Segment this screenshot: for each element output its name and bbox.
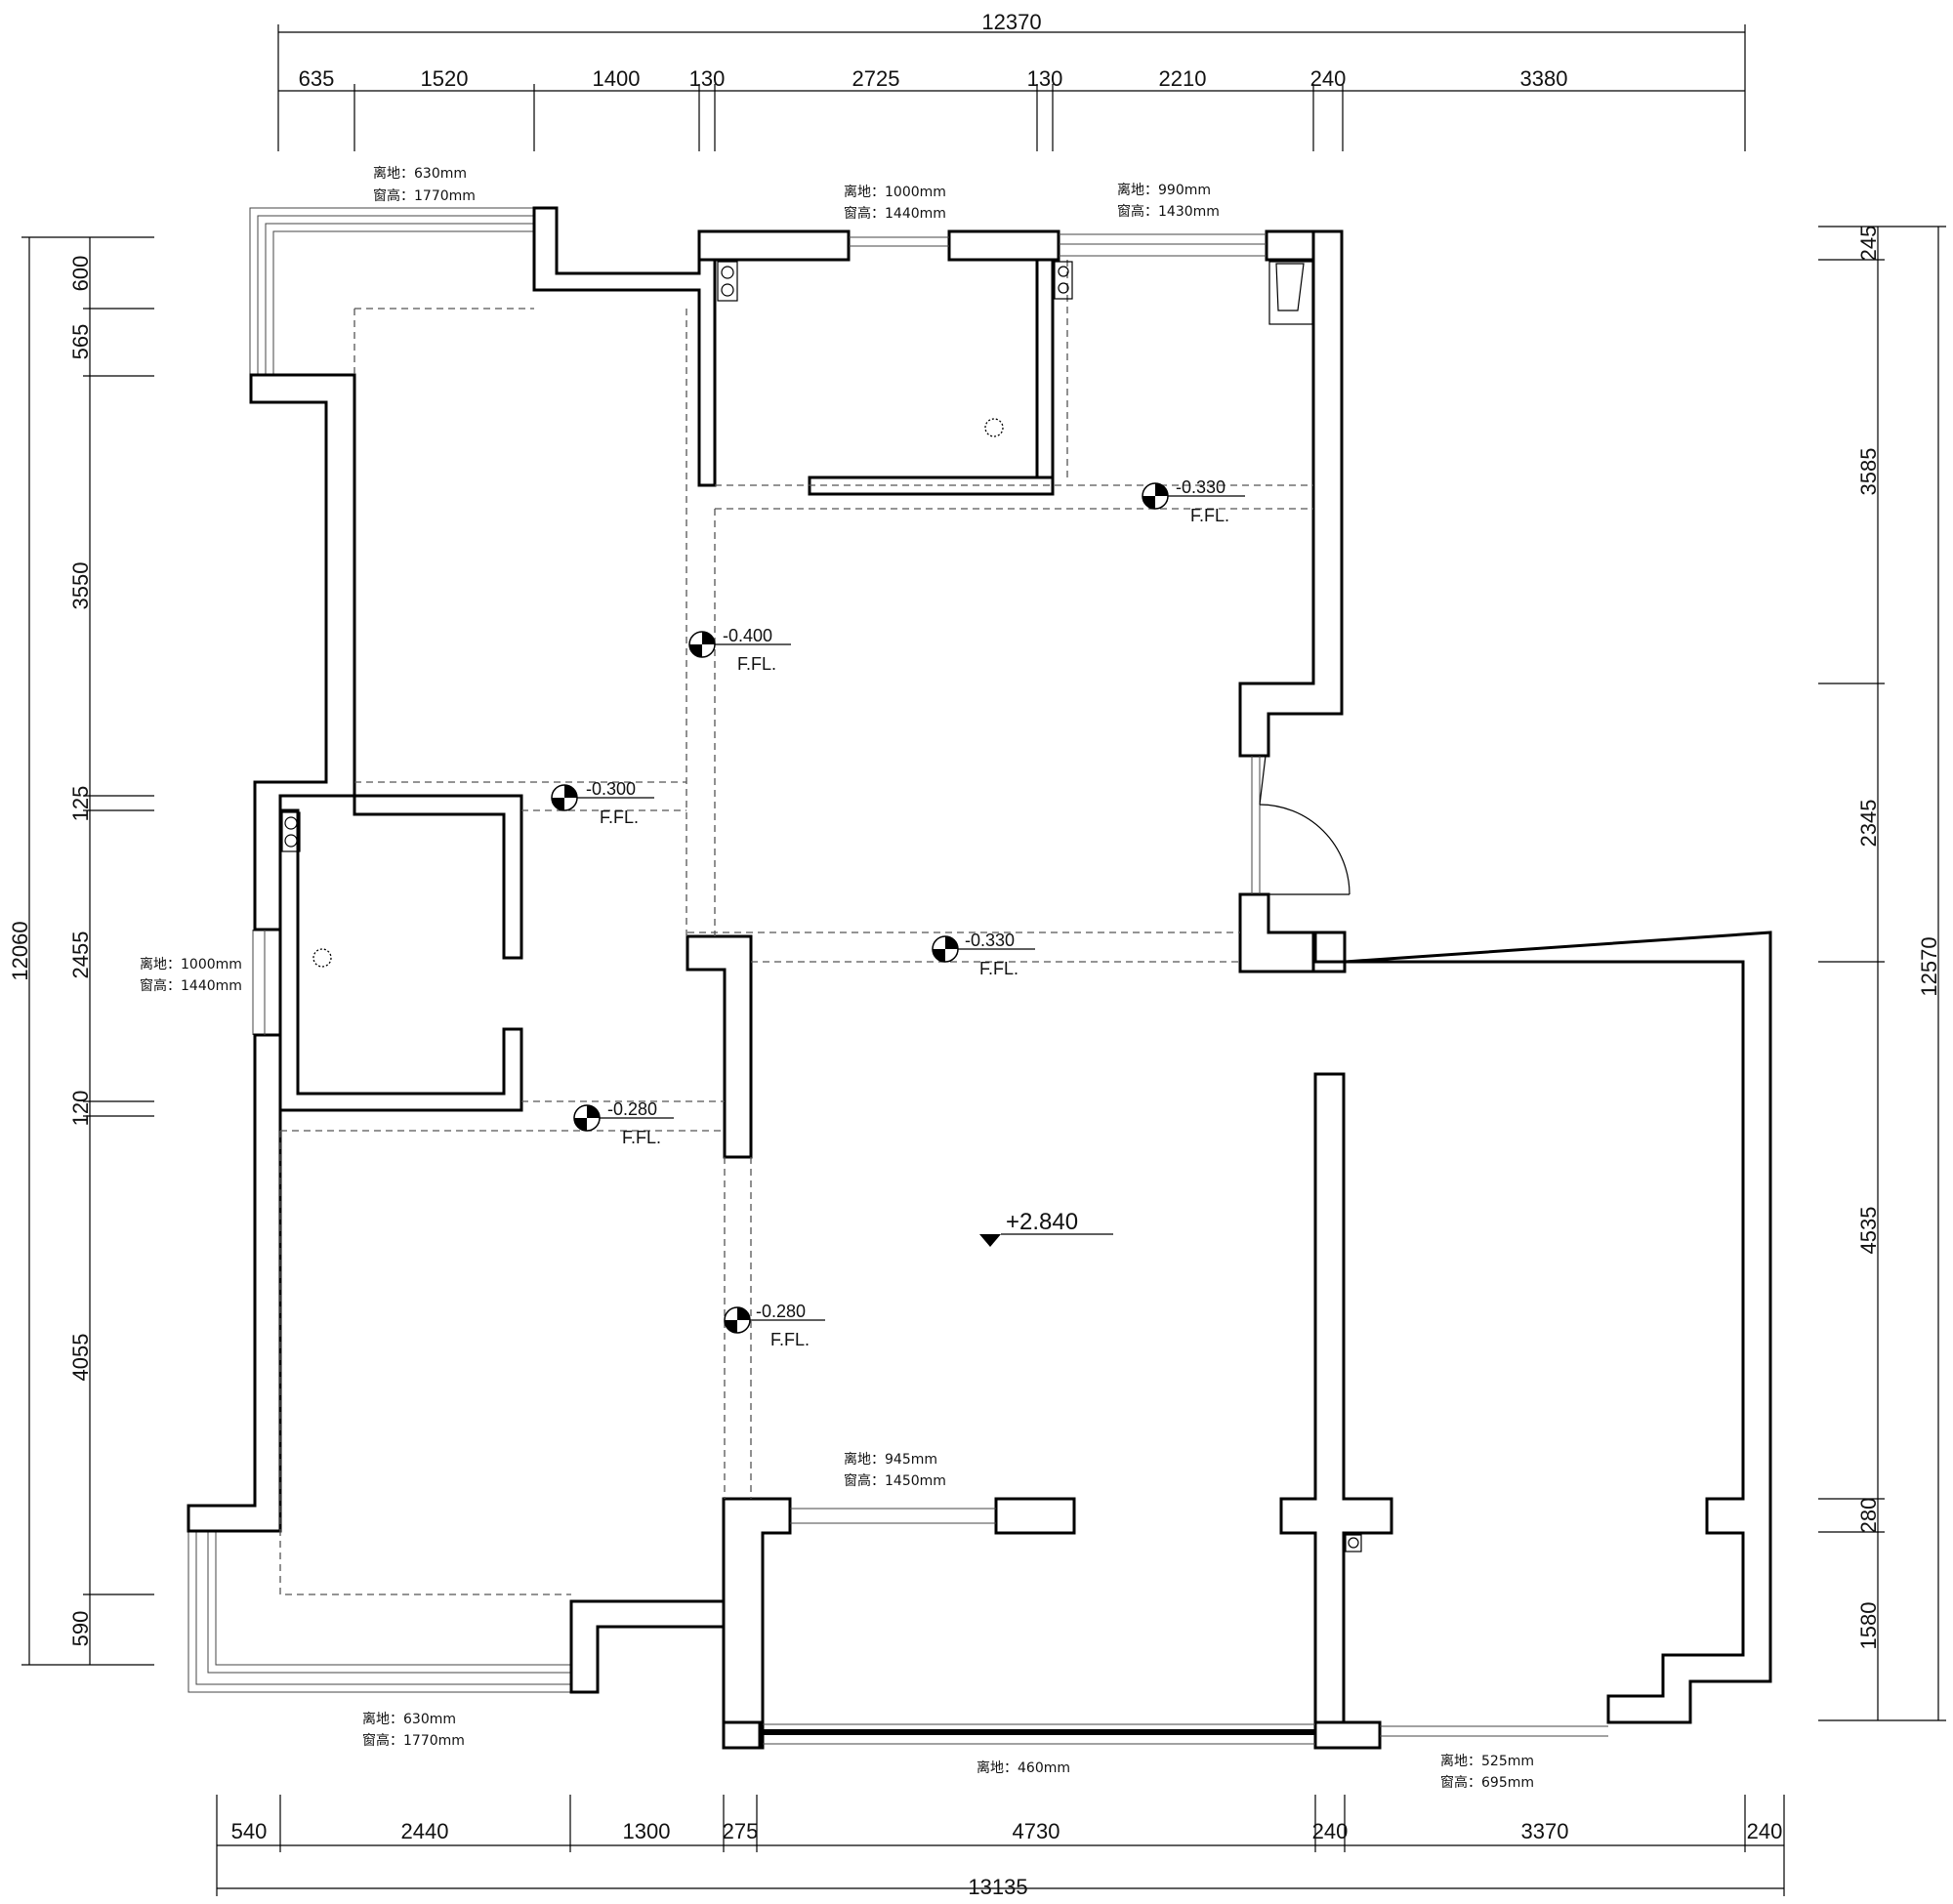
top-total-label: 12370 xyxy=(981,10,1041,34)
level-living-west-tag: F.FL. xyxy=(770,1330,810,1349)
level-kitchen-value: -0.330 xyxy=(1176,477,1226,497)
top-dim-9: 3380 xyxy=(1520,66,1568,91)
top-dim-1: 635 xyxy=(299,66,335,91)
note-bottom-right-height: 窗高：695mm xyxy=(1440,1774,1534,1791)
floor-zone-lines xyxy=(279,260,1313,1595)
level-entry-tag: F.FL. xyxy=(979,959,1018,978)
left-dim-7: 4055 xyxy=(68,1334,93,1382)
left-dim-1: 600 xyxy=(68,256,93,292)
level-kitchen-tag: F.FL. xyxy=(1190,506,1229,525)
pipe-riser-icon xyxy=(281,811,301,852)
window-notes: 离地：630mm 窗高：1770mm 离地：1000mm 窗高：1440mm 离… xyxy=(140,165,1534,1791)
ceiling-level-marker: +2.840 xyxy=(979,1209,1113,1247)
bottom-dim-1: 540 xyxy=(231,1819,268,1843)
note-bottom-mid-sill: 离地：460mm xyxy=(976,1759,1070,1776)
top-dim-7: 2210 xyxy=(1159,66,1207,91)
note-top-left-height: 窗高：1770mm xyxy=(373,187,476,204)
note-top-right-sill: 离地：990mm xyxy=(1117,182,1211,198)
right-dim-6: 1580 xyxy=(1856,1602,1881,1650)
note-inner-bottom-sill: 离地：945mm xyxy=(844,1451,937,1468)
right-dim-1: 245 xyxy=(1856,226,1881,262)
bottom-dim-5: 4730 xyxy=(1013,1819,1060,1843)
right-dimensions: 245 3585 2345 4535 280 1580 12570 xyxy=(1818,226,1946,1721)
top-dim-6: 130 xyxy=(1027,66,1063,91)
left-dim-5: 2455 xyxy=(68,931,93,979)
right-total-label: 12570 xyxy=(1917,936,1941,996)
left-total-label: 12060 xyxy=(8,921,32,980)
level-marker-entry: -0.330 F.FL. xyxy=(932,931,1035,978)
level-marker-corridor: -0.400 F.FL. xyxy=(688,626,791,674)
note-top-mid-sill: 离地：1000mm xyxy=(844,184,946,200)
pipe-riser-icon xyxy=(1054,261,1073,300)
top-dim-5: 2725 xyxy=(852,66,900,91)
pipe-riser-icon xyxy=(1345,1534,1362,1552)
top-dim-8: 240 xyxy=(1310,66,1347,91)
pipe-riser-icon xyxy=(717,261,738,302)
window-openings xyxy=(252,233,1608,1745)
right-dim-4: 4535 xyxy=(1856,1207,1881,1255)
right-dim-5: 280 xyxy=(1856,1498,1881,1534)
left-dim-8: 590 xyxy=(68,1611,93,1647)
right-dim-2: 3585 xyxy=(1856,448,1881,496)
left-dim-2: 565 xyxy=(68,324,93,360)
bottom-dimensions: 540 2440 1300 275 4730 240 3370 240 1313… xyxy=(216,1795,1785,1899)
level-marker-bath-lower: -0.280 F.FL. xyxy=(573,1099,674,1147)
right-dim-3: 2345 xyxy=(1856,800,1881,848)
floor-drain-icon xyxy=(984,418,1004,437)
level-marker-living-west: -0.280 F.FL. xyxy=(724,1302,825,1349)
level-bath-upper-tag: F.FL. xyxy=(600,807,639,827)
left-dim-4: 125 xyxy=(68,786,93,822)
fixtures xyxy=(281,261,1362,1552)
ceiling-level-value: +2.840 xyxy=(1006,1209,1078,1235)
note-bottom-left-sill: 离地：630mm xyxy=(362,1711,456,1727)
note-top-mid-height: 窗高：1440mm xyxy=(844,205,946,222)
level-bath-upper-value: -0.300 xyxy=(586,779,636,799)
note-inner-bottom-height: 窗高：1450mm xyxy=(844,1472,946,1489)
sliding-door-track xyxy=(763,1729,1315,1735)
bottom-total-label: 13135 xyxy=(968,1875,1027,1899)
level-marker-bath-upper: -0.300 F.FL. xyxy=(551,779,654,827)
bottom-dim-8: 240 xyxy=(1747,1819,1783,1843)
bottom-dim-7: 3370 xyxy=(1521,1819,1569,1843)
entry-door xyxy=(1251,755,1350,895)
level-bath-lower-tag: F.FL. xyxy=(622,1128,661,1147)
bottom-dim-6: 240 xyxy=(1312,1819,1349,1843)
top-dimensions: 12370 635 1520 1400 130 2725 130 2210 24… xyxy=(277,10,1746,151)
left-dim-6: 120 xyxy=(68,1091,93,1127)
level-corridor-value: -0.400 xyxy=(723,626,772,645)
top-dim-3: 1400 xyxy=(593,66,641,91)
floor-drain-icon xyxy=(312,948,332,968)
level-entry-value: -0.330 xyxy=(965,931,1015,950)
bottom-dim-2: 2440 xyxy=(401,1819,449,1843)
left-dimensions: 12060 600 565 3550 125 2455 120 4055 590 xyxy=(8,236,154,1666)
top-dim-2: 1520 xyxy=(421,66,469,91)
water-heater-icon xyxy=(1268,261,1313,325)
left-dim-3: 3550 xyxy=(68,562,93,610)
level-bath-lower-value: -0.280 xyxy=(607,1099,657,1119)
level-corridor-tag: F.FL. xyxy=(737,654,776,674)
top-left-bay-window xyxy=(249,207,535,375)
note-top-right-height: 窗高：1430mm xyxy=(1117,203,1220,220)
note-top-left-sill: 离地：630mm xyxy=(373,165,467,182)
level-marker-kitchen: -0.330 F.FL. xyxy=(1142,477,1245,525)
top-dim-4: 130 xyxy=(689,66,726,91)
note-bottom-left-height: 窗高：1770mm xyxy=(362,1732,465,1749)
note-left-mid-height: 窗高：1440mm xyxy=(140,977,242,994)
walls xyxy=(187,206,1772,1750)
level-living-west-value: -0.280 xyxy=(756,1302,806,1321)
note-bottom-right-sill: 离地：525mm xyxy=(1440,1753,1534,1769)
note-left-mid-sill: 离地：1000mm xyxy=(140,956,242,973)
bottom-dim-3: 1300 xyxy=(623,1819,671,1843)
bottom-dim-4: 275 xyxy=(723,1819,759,1843)
bottom-left-bay-window xyxy=(187,1531,571,1693)
